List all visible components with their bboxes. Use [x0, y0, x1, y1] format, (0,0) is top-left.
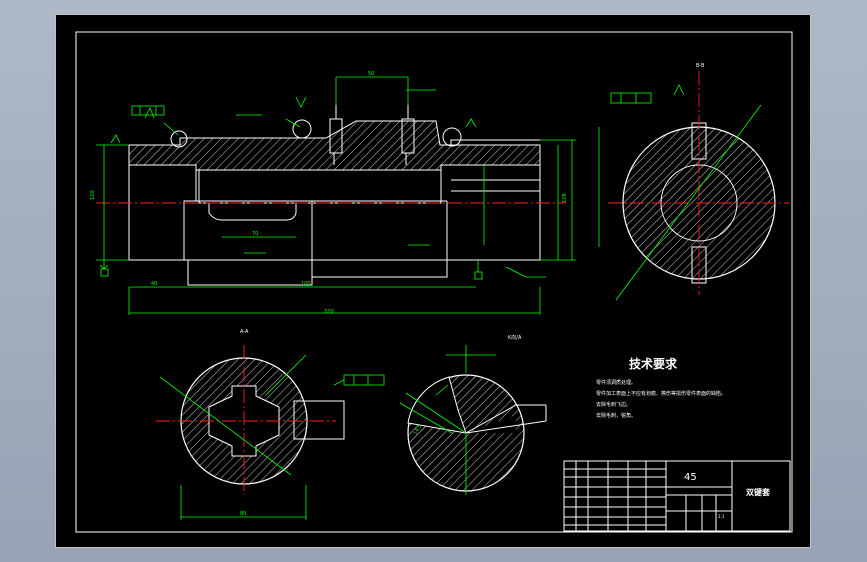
- svg-text:40: 40: [151, 281, 157, 287]
- section-a-view: 80: [156, 345, 385, 520]
- tech-requirements: 技术要求 零件须调质处理。 零件加工表面上不应有划痕、擦伤等损伤零件表面的缺陷。…: [596, 355, 796, 422]
- material-label: 45: [684, 472, 697, 483]
- tech-requirement-item: 零件加工表面上不应有划痕、擦伤等损伤零件表面的缺陷。: [596, 391, 727, 397]
- section-b-view: 14.5: [399, 345, 547, 495]
- part-name-label: 双键套: [746, 488, 770, 497]
- svg-text:14.5: 14.5: [413, 423, 424, 436]
- scale-label: 1:1: [718, 514, 725, 519]
- tech-requirement-item: 去除毛刺，锐角。: [596, 413, 637, 419]
- end-view: [598, 71, 790, 301]
- svg-text:128: 128: [562, 193, 568, 203]
- main-section-view: 320 40 100 50 120 128 70: [90, 71, 576, 315]
- tech-requirements-title: 技术要求: [628, 357, 677, 371]
- drawing-border: [75, 31, 793, 533]
- svg-text:320: 320: [324, 309, 334, 315]
- section-a-label: A-A: [240, 329, 249, 335]
- svg-text:120: 120: [90, 190, 96, 200]
- cad-drawing: 320 40 100 50 120 128 70: [75, 31, 793, 533]
- svg-text:70: 70: [252, 231, 258, 237]
- tech-requirement-item: 去除毛刺飞边。: [596, 402, 632, 408]
- title-block: [563, 460, 791, 532]
- tech-requirement-item: 零件须调质处理。: [596, 380, 637, 386]
- svg-text:100: 100: [301, 281, 311, 287]
- detail-label: K向/A: [508, 334, 522, 341]
- section-b-label: B-B: [696, 63, 705, 69]
- svg-text:80: 80: [240, 511, 246, 517]
- drawing-sheet: 320 40 100 50 120 128 70: [55, 14, 811, 548]
- svg-text:50: 50: [368, 71, 374, 77]
